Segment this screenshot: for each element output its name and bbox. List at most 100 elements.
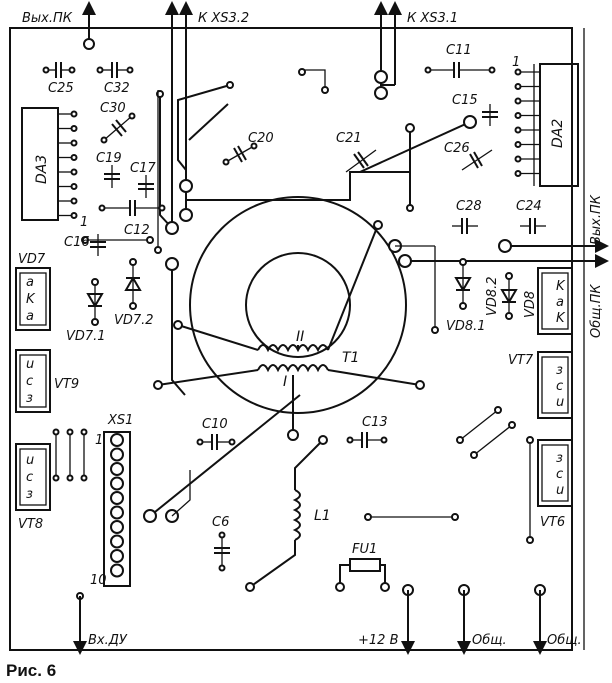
winding-i-label: I (283, 374, 287, 390)
capacitor-c26: C26 (444, 141, 493, 171)
common-pc-right-label: Общ.ПК (589, 284, 604, 338)
jumper-pad (80, 428, 88, 436)
vd8-1-label: VD8.1 (446, 319, 486, 334)
da2-pin-pad (514, 155, 522, 163)
da2-pin-pad (514, 126, 522, 134)
vd7-2-label: VD7.2 (114, 313, 154, 328)
da3-pin-pad (70, 168, 78, 176)
xs1-pin (110, 563, 124, 578)
plus12-label: +12 В (358, 633, 399, 648)
t1-label: T1 (342, 350, 359, 366)
da2-pin-pad (514, 97, 522, 105)
board-outline (9, 27, 585, 651)
capacitor-c25: C25 (42, 62, 76, 96)
jumper-pad (52, 428, 60, 436)
xs1-label: XS1 (107, 413, 133, 428)
vt6-label: VT6 (540, 515, 565, 530)
c17-label: C17 (130, 161, 156, 176)
da2-pin-pad (514, 170, 522, 177)
out-pc-top-label: Вых.ПК (22, 11, 73, 26)
da2-pin-pad (514, 68, 522, 76)
fu1-label: FU1 (352, 542, 377, 557)
vt6-pin-2: c (556, 467, 563, 482)
xs1-pin (110, 433, 124, 447)
transformer-t1: II I T1 (153, 196, 425, 441)
c6-label: C6 (212, 515, 229, 530)
capacitor-c30: C30 (100, 101, 136, 144)
capacitor-c28: C28 (452, 199, 482, 234)
xs1-pin (110, 447, 124, 462)
vd7-label: VD7 (18, 252, 46, 267)
jumpers (52, 428, 88, 482)
da3-pin-pad (70, 183, 78, 190)
vt8-pin-2: c (26, 470, 33, 485)
vt7-pin-1: з (556, 363, 563, 378)
traces (81, 68, 534, 544)
capacitor-c17: C17 (130, 161, 156, 198)
c13-label: C13 (362, 415, 388, 430)
vt7-pin-3: u (556, 395, 564, 410)
c32-label: C32 (104, 81, 130, 96)
jumper-pad (66, 428, 74, 436)
da3-pin-pad (70, 110, 78, 118)
c10-label: C10 (202, 417, 228, 432)
vd7-1-label: VD7.1 (66, 329, 106, 344)
vt8-pin-1: u (26, 453, 34, 468)
capacitor-c6: C6 (212, 515, 230, 572)
capacitor-c10: C10 (196, 417, 236, 450)
da3-pin1-label: 1 (80, 215, 88, 230)
xs1-pin (110, 534, 124, 549)
da2-pin-pad (514, 112, 522, 119)
da2-pin-pad (514, 141, 522, 148)
da3-pin-pad (70, 139, 78, 147)
right-connections: Вых.ПК Общ.ПК (405, 194, 609, 338)
capacitor-c11: C11 (424, 43, 496, 78)
xs1-pin (110, 491, 124, 505)
vt9-pin-3: з (26, 391, 33, 406)
capacitor-c24: C24 (516, 199, 546, 234)
capacitor-c16: C16 (64, 234, 106, 256)
in-du-label: Вх.ДУ (88, 633, 128, 648)
vd7-pin-2: K (26, 292, 36, 307)
vd8-pin-3: K (556, 311, 566, 326)
out-pc-right-label: Вых.ПК (589, 194, 604, 245)
inductor-l1: L1 (245, 435, 331, 592)
common2-label: Общ. (547, 633, 582, 648)
diode-vd7-1: VD7.1 (66, 278, 106, 344)
connector-xs1: XS1 1 10 (90, 413, 133, 588)
da2-pin1-label: 1 (512, 55, 520, 70)
xs31-label: К XS3.1 (407, 11, 458, 26)
vt7-pin-2: c (556, 379, 563, 394)
winding-ii-label: II (296, 329, 304, 345)
capacitor-c32: C32 (96, 62, 134, 96)
vd8-pin-1: K (556, 279, 566, 294)
capacitor-c21: C21 (336, 131, 377, 173)
xs1-pin (110, 476, 124, 491)
vd7-pin-1: a (26, 275, 34, 290)
vd7-body: VD7 a K a (15, 252, 51, 331)
diode-vd8-1: VD8.1 (446, 258, 486, 334)
vt7-label: VT7 (508, 353, 534, 368)
ic-da3: DA3 1 (21, 107, 88, 230)
da2-label: DA2 (550, 119, 566, 148)
da2-pin-pad (514, 83, 522, 90)
common1-label: Общ. (472, 633, 507, 648)
top-connections: Вых.ПК К XS3.2 К XS3.1 (22, 1, 458, 228)
diode-vd7-2: VD7.2 (114, 258, 154, 328)
c19-label: C19 (96, 151, 122, 166)
da3-pin-pad (70, 154, 78, 161)
xs32-label: К XS3.2 (198, 11, 249, 26)
capacitor-c15: C15 (452, 93, 498, 126)
vt8-pin-3: з (26, 487, 33, 502)
jumper-pad (80, 474, 88, 482)
capacitor-c12: C12 (98, 200, 166, 238)
capacitor-c19: C19 (96, 151, 122, 188)
c26-label: C26 (444, 141, 470, 156)
da3-pin-pad (70, 212, 78, 219)
vt6-pin-1: з (556, 451, 563, 466)
capacitor-c13: C13 (346, 415, 388, 448)
diode-vd8-2: VD8.2 (485, 272, 518, 320)
capacitor-c20: C20 (222, 131, 274, 166)
da3-pin-pad (70, 125, 78, 132)
